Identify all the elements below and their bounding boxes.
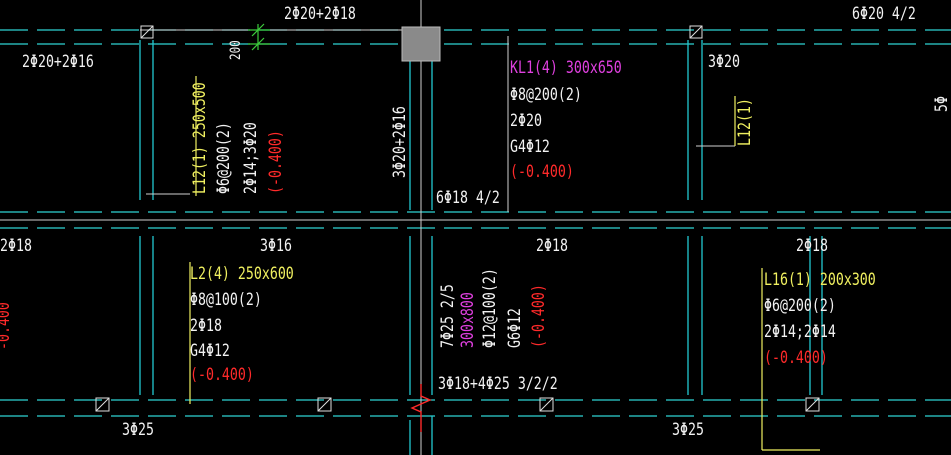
l2-stirrup[interactable]: Φ8@100(2) xyxy=(190,290,262,310)
l2-beam-name[interactable]: L2(4) 250x600 xyxy=(190,264,294,284)
l2-elevation[interactable]: (-0.400) xyxy=(190,365,254,385)
mid-rebar-label[interactable]: 6Φ18 4/2 xyxy=(436,188,500,208)
bottom-left-rebar-label[interactable]: 3Φ25 xyxy=(122,420,154,440)
left-red-cut-label: -0.400 xyxy=(0,302,14,350)
vbeam-side[interactable]: G6Φ12 xyxy=(505,308,525,348)
kl1-stirrup[interactable]: Φ8@200(2) xyxy=(510,85,582,105)
l16-beam-name[interactable]: L16(1) 200x300 xyxy=(764,270,876,290)
l16-elevation[interactable]: (-0.400) xyxy=(764,348,828,368)
l12-right-beam-name[interactable]: L12(1) xyxy=(735,98,755,146)
right-2phi18-label[interactable]: 2Φ18 xyxy=(796,236,828,256)
l2-side-bars[interactable]: G4Φ12 xyxy=(190,341,230,361)
column-marker[interactable] xyxy=(140,25,154,39)
break-mark xyxy=(410,384,432,432)
kl1-beam-name[interactable]: KL1(4) 300x650 xyxy=(510,58,622,78)
vbeam-elevation[interactable]: (-0.400) xyxy=(529,284,549,348)
l12-stirrup[interactable]: Φ6@200(2) xyxy=(214,122,234,194)
column-block[interactable] xyxy=(401,26,441,62)
top-center-rebar-label[interactable]: 2Φ20+2Φ18 xyxy=(284,4,356,24)
mid-2phi18-label[interactable]: 2Φ18 xyxy=(536,236,568,256)
left-top-rebar-label[interactable]: 2Φ20+2Φ16 xyxy=(22,52,94,72)
kl1-elevation[interactable]: (-0.400) xyxy=(510,162,574,182)
vbeam-stirrup[interactable]: Φ12@100(2) xyxy=(480,268,500,348)
l12-elevation[interactable]: (-0.400) xyxy=(266,130,286,194)
l12-bars[interactable]: 2Φ14;3Φ20 xyxy=(241,122,261,194)
left-mid-rebar-label[interactable]: 2Φ18 xyxy=(0,236,32,256)
vbeam-bars[interactable]: 7Φ25 2/5 xyxy=(438,284,458,348)
bottom-mid-rebar-label[interactable]: 3Φ18+4Φ25 3/2/2 xyxy=(438,374,558,394)
dimension-text-200: 200 xyxy=(228,40,244,60)
vbeam-size[interactable]: 300x800 xyxy=(458,292,478,348)
kl1-side-bars[interactable]: G4Φ12 xyxy=(510,137,550,157)
top-right-rebar-label[interactable]: 6Φ20 4/2 xyxy=(852,4,916,24)
column-marker[interactable] xyxy=(805,397,820,412)
vertical-rebar-label[interactable]: 3Φ20+2Φ16 xyxy=(390,106,410,178)
kl1-top-bars[interactable]: 2Φ20 xyxy=(510,111,542,131)
right-rebar-label[interactable]: 3Φ20 xyxy=(708,52,740,72)
column-marker[interactable] xyxy=(317,397,332,412)
column-marker[interactable] xyxy=(689,25,703,39)
bottom-right-rebar-label[interactable]: 3Φ25 xyxy=(672,420,704,440)
l16-stirrup[interactable]: Φ6@200(2) xyxy=(764,296,836,316)
l12-beam-name[interactable]: L12(1) 250x500 xyxy=(190,82,210,194)
dimension-200 xyxy=(248,23,270,51)
right-edge-cut-label: 5Φ xyxy=(932,96,951,112)
column-marker[interactable] xyxy=(539,397,554,412)
column-marker[interactable] xyxy=(95,397,110,412)
mid-3phi16-label[interactable]: 3Φ16 xyxy=(260,236,292,256)
l2-top-bars[interactable]: 2Φ18 xyxy=(190,316,222,336)
l16-bars[interactable]: 2Φ14;2Φ14 xyxy=(764,322,836,342)
